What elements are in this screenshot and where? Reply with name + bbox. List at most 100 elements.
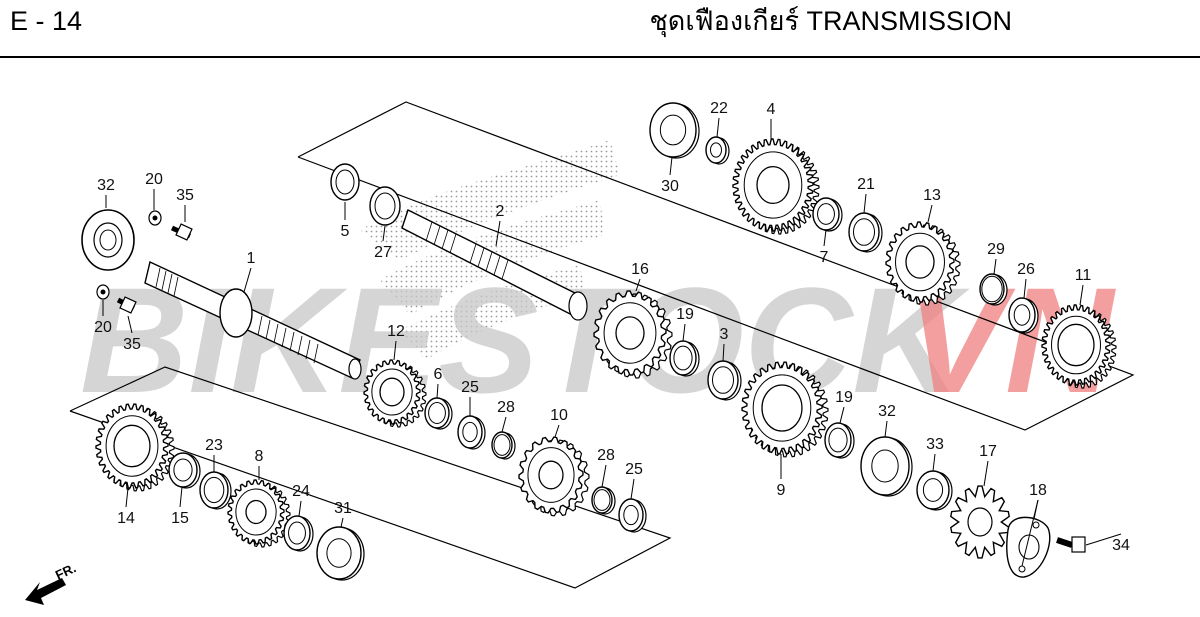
gear-14 (95, 403, 175, 492)
circlip-28a (491, 431, 516, 460)
washer-20-top (148, 210, 162, 226)
callout-3: 3 (720, 326, 729, 362)
callout-label: 11 (1075, 267, 1092, 284)
callout-label: 14 (117, 510, 135, 527)
leader-line (682, 323, 686, 342)
callout-7: 7 (820, 229, 829, 266)
callout-label: 19 (835, 389, 853, 406)
callout-label: 19 (676, 306, 694, 323)
leader-line (393, 340, 397, 361)
bushing-33 (916, 470, 953, 511)
callout-15: 15 (171, 486, 189, 527)
callout-35b: 35 (123, 315, 141, 353)
callout-27: 27 (374, 225, 392, 261)
callout-26: 26 (1017, 261, 1035, 299)
circlip-29 (979, 273, 1008, 306)
washer-26 (1008, 297, 1039, 334)
bushing-6 (424, 397, 453, 430)
callout-label: 18 (1029, 482, 1047, 499)
callout-label: 33 (926, 436, 944, 453)
callout-label: 13 (923, 187, 941, 204)
leader-line (863, 193, 867, 214)
callout-34: 34 (1085, 533, 1130, 554)
gear-16 (593, 290, 673, 379)
callout-label: 35 (176, 187, 194, 204)
callout-label: 23 (205, 437, 223, 454)
leader-line (839, 406, 845, 424)
callout-19b: 19 (835, 389, 853, 424)
gear-12 (363, 359, 427, 428)
leader-line (823, 229, 827, 247)
callout-label: 29 (987, 241, 1005, 258)
bushing-7 (812, 197, 843, 232)
callout-30: 30 (661, 156, 679, 195)
callout-label: 26 (1017, 261, 1035, 278)
callout-label: 17 (979, 443, 997, 460)
callout-21: 21 (857, 176, 875, 214)
leader-line (243, 267, 252, 293)
callout-17: 17 (979, 443, 997, 487)
bushing-3 (707, 360, 742, 401)
callout-8: 8 (255, 448, 264, 480)
bearing-32-left (81, 209, 135, 271)
header-rule (0, 56, 1200, 58)
callout-28a: 28 (497, 399, 515, 433)
callout-20a: 20 (145, 171, 163, 210)
bolt-35-top (170, 223, 193, 241)
callout-33: 33 (926, 436, 944, 472)
leader-line (630, 478, 635, 500)
leader-line (722, 343, 725, 362)
callout-35a: 35 (176, 187, 194, 222)
gear-10 (518, 436, 590, 517)
callout-14: 14 (117, 487, 135, 527)
washer-19a (669, 340, 700, 377)
washer-22 (705, 136, 730, 165)
washer-21 (848, 212, 883, 253)
callout-label: 22 (710, 100, 728, 117)
callout-label: 28 (597, 447, 615, 464)
callout-label: 10 (550, 407, 568, 424)
mainshaft-1 (144, 261, 362, 380)
callout-9: 9 (777, 454, 786, 499)
leader-line (635, 278, 641, 292)
callout-13: 13 (923, 187, 941, 223)
washer-25a (457, 415, 486, 450)
washer-20-bottom (96, 284, 110, 300)
leader-line (884, 420, 888, 438)
callout-28b: 28 (597, 447, 615, 488)
fixing-plate-18 (1006, 516, 1051, 578)
leader-line (382, 225, 386, 242)
gear-11 (1041, 304, 1117, 389)
callout-29: 29 (987, 241, 1005, 275)
callout-label: 32 (878, 403, 896, 420)
gear-4 (732, 138, 820, 235)
callout-label: 25 (461, 379, 479, 396)
callout-6: 6 (434, 366, 443, 399)
callout-label: 15 (171, 510, 189, 527)
callout-22: 22 (710, 100, 728, 138)
leader-line (436, 383, 439, 399)
callout-2: 2 (495, 203, 505, 247)
fr-label: FR. (53, 560, 78, 582)
callout-11: 11 (1075, 267, 1092, 306)
callout-16: 16 (631, 261, 649, 292)
washer-24 (283, 515, 314, 552)
gear-13 (885, 221, 961, 306)
callout-label: 7 (820, 249, 829, 266)
callout-label: 12 (387, 323, 405, 340)
callout-label: 4 (767, 101, 776, 118)
page-code: E - 14 (10, 6, 83, 36)
leader-line (501, 416, 507, 433)
drive-sprocket-17 (950, 485, 1010, 559)
callout-23: 23 (205, 437, 223, 472)
callout-12: 12 (387, 323, 405, 361)
callout-5: 5 (341, 202, 350, 240)
leader-line (1085, 533, 1122, 546)
callout-label: 2 (496, 203, 505, 220)
callout-label: 5 (341, 223, 350, 240)
bearing-31 (316, 526, 365, 581)
callout-label: 1 (247, 250, 256, 267)
leader-line (983, 460, 989, 487)
callout-20b: 20 (94, 300, 112, 336)
